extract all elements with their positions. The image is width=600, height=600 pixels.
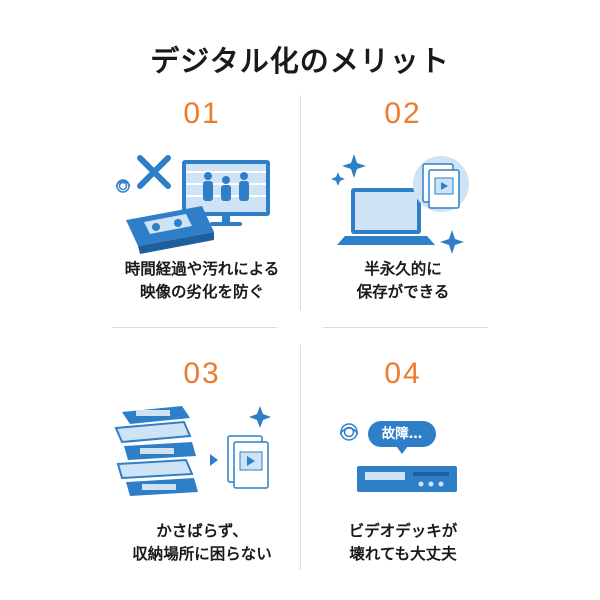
x-mark-icon [137, 155, 171, 189]
item-caption: かさばらず、 収納場所に困らない [52, 520, 352, 566]
smudge-icon [339, 423, 359, 441]
divider-vertical-bottom [300, 345, 301, 570]
sparkle-icon [331, 154, 464, 254]
laptop-icon [337, 188, 435, 245]
merit-item-02: 02 [253, 0, 553, 330]
divider-vertical-top [300, 95, 301, 310]
illustration-03 [52, 402, 352, 512]
divider-horizontal-right [323, 327, 488, 328]
bubble-tail [396, 446, 408, 454]
caption-line-2: 保存ができる [356, 283, 450, 301]
sparkle-icon [249, 406, 271, 428]
tv-icon [182, 160, 270, 226]
bubble-text: 故障… [381, 426, 423, 442]
video-file-icon [413, 156, 469, 212]
caption-line-2: 収納場所に困らない [132, 545, 272, 563]
divider-horizontal-left [112, 327, 277, 328]
speech-bubble-icon: 故障… [368, 421, 436, 447]
smudge-icon [115, 179, 131, 193]
caption-line-1: ビデオデッキが [348, 522, 458, 540]
caption-line-1: 時間経過や汚れによる [124, 260, 280, 278]
illustration-01 [52, 150, 352, 260]
merit-item-03: 03 [52, 0, 352, 600]
item-number: 03 [183, 357, 221, 390]
page-title: デジタル化のメリット [150, 44, 450, 78]
caption-line-1: かさばらず、 [156, 522, 248, 540]
video-deck-icon [357, 466, 457, 492]
video-file-icon [227, 435, 269, 489]
item-number: 04 [384, 357, 422, 390]
illustration-04 [253, 412, 553, 522]
illustration-02 [253, 150, 553, 260]
caption-line-2: 壊れても大丈夫 [349, 545, 457, 563]
merit-item-04: 04 故障… ビデオデッキが 壊れても大丈夫 [253, 0, 553, 600]
item-caption: 時間経過や汚れによる 映像の劣化を防ぐ [52, 258, 352, 304]
arrow-right-icon [210, 454, 218, 466]
caption-line-2: 映像の劣化を防ぐ [139, 283, 264, 301]
item-number: 01 [183, 97, 221, 130]
videotape-icon [126, 206, 214, 254]
caption-line-1: 半永久的に [364, 260, 442, 278]
item-caption: ビデオデッキが 壊れても大丈夫 [253, 520, 553, 566]
item-number: 02 [384, 97, 422, 130]
item-caption: 半永久的に 保存ができる [253, 258, 553, 304]
merit-item-01: 01 [52, 0, 352, 330]
tape-stack-icon [114, 406, 198, 496]
